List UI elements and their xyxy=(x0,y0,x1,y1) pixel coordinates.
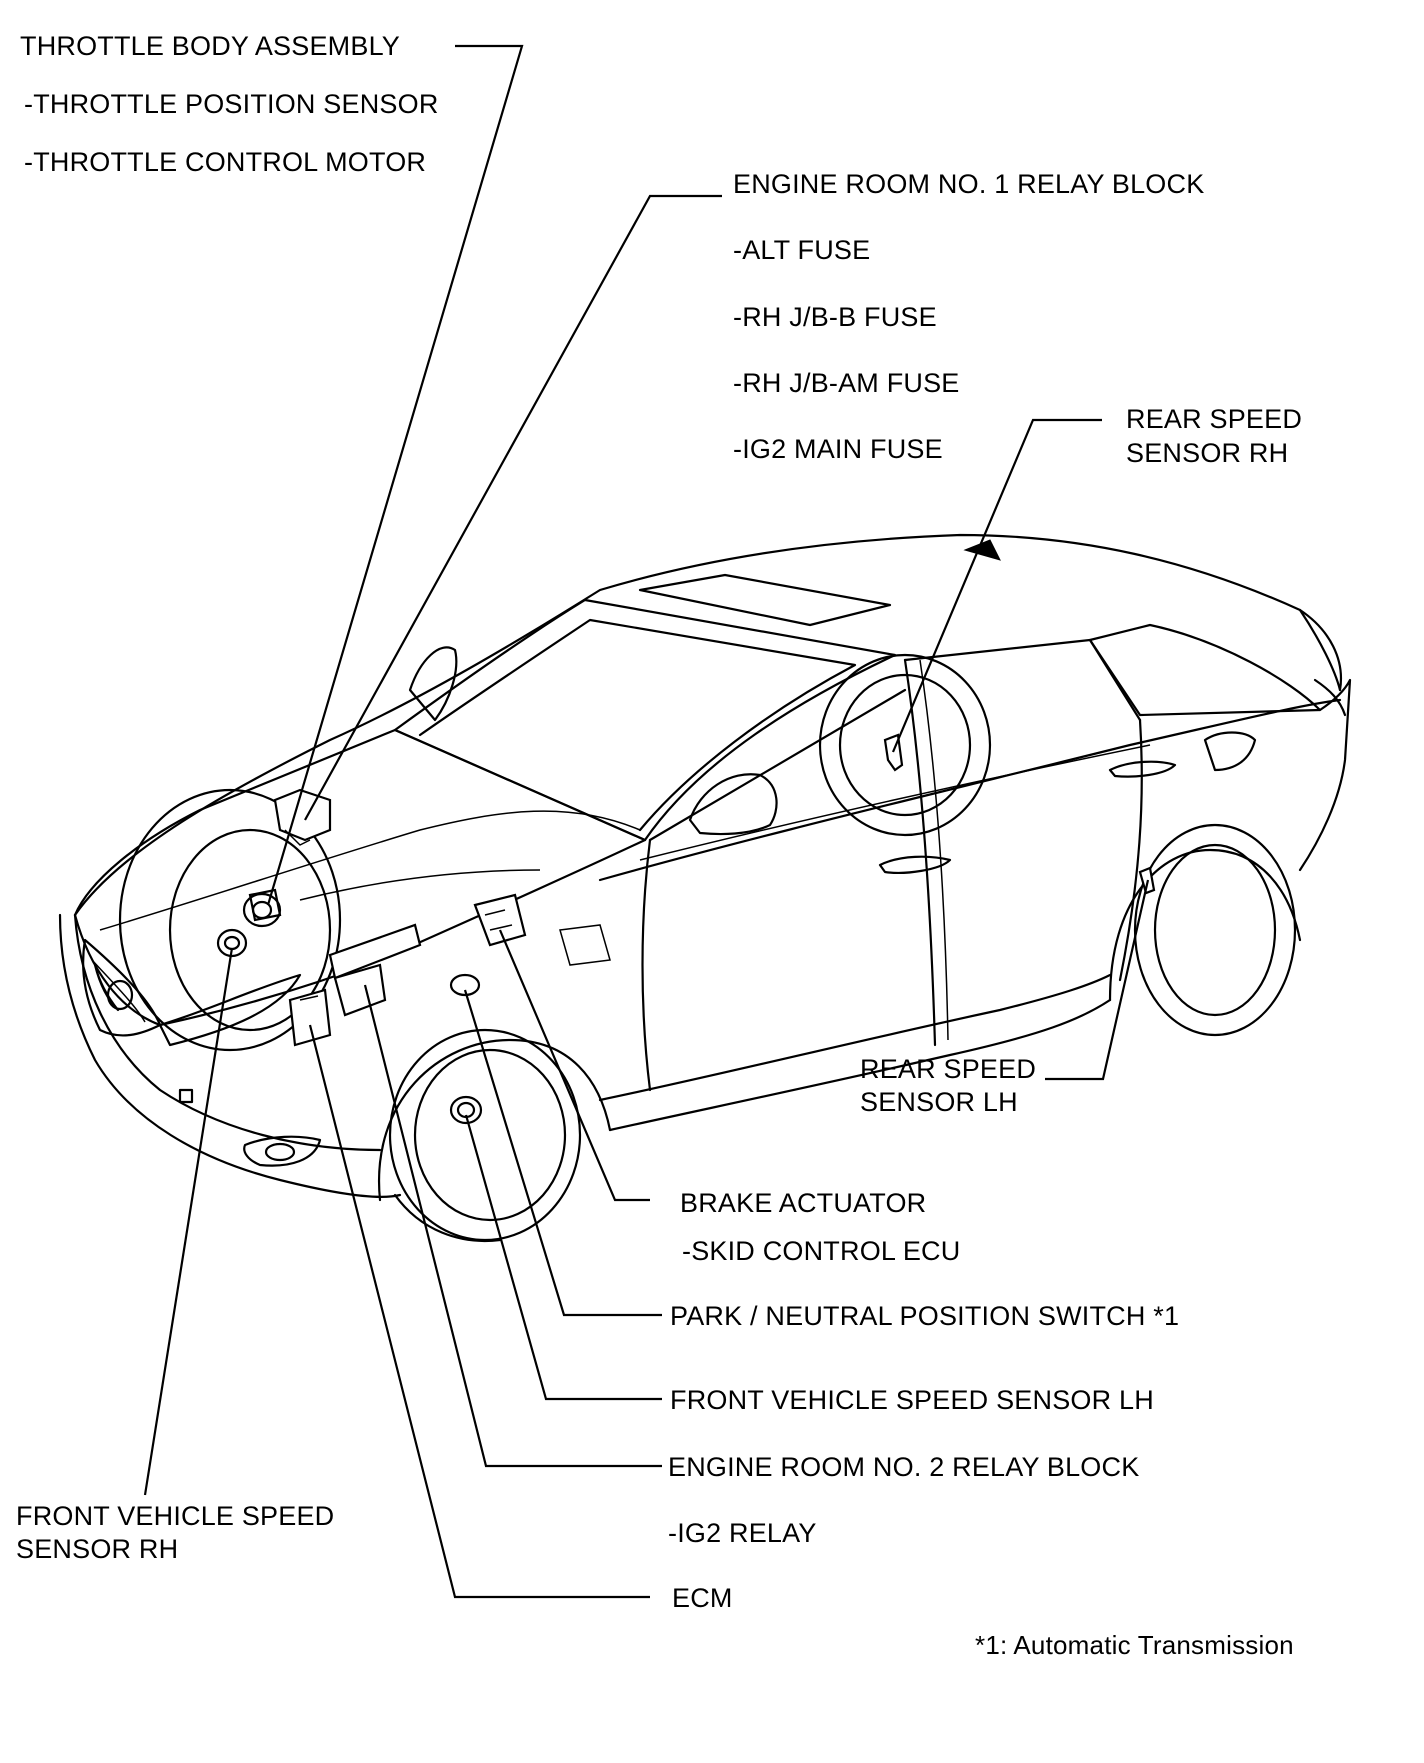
leader-relay-block-2 xyxy=(363,984,662,1468)
leader-relay-block-1 xyxy=(304,194,722,821)
label-rh-jb-b-fuse: -RH J/B-B FUSE xyxy=(733,302,937,332)
label-alt-fuse: -ALT FUSE xyxy=(733,235,871,265)
leader-park-neutral xyxy=(463,989,662,1317)
rear-speed-sensor-rh-part xyxy=(883,733,904,772)
label-ig2-main-fuse: -IG2 MAIN FUSE xyxy=(733,434,943,464)
label-front-speed-sensor-rh-line1: FRONT VEHICLE SPEED xyxy=(16,1501,335,1531)
leader-front-speed-lh xyxy=(464,1114,662,1401)
leader-ecm xyxy=(308,1024,650,1599)
label-rear-speed-sensor-rh-line2: SENSOR RH xyxy=(1126,438,1289,468)
label-rear-speed-sensor-rh-line1: REAR SPEED xyxy=(1126,404,1303,434)
leader-brake-actuator xyxy=(498,929,650,1202)
label-throttle-body: THROTTLE BODY ASSEMBLY xyxy=(20,31,401,61)
ecm-part xyxy=(288,988,332,1047)
leader-lines xyxy=(143,44,1150,1599)
leader-front-speed-rh xyxy=(143,947,234,1496)
components xyxy=(216,733,1156,1125)
label-ig2-relay: -IG2 RELAY xyxy=(668,1518,817,1548)
label-throttle-control-motor: -THROTTLE CONTROL MOTOR xyxy=(24,147,427,177)
park-neutral-switch-part xyxy=(449,973,481,997)
label-throttle-position-sensor: -THROTTLE POSITION SENSOR xyxy=(24,89,439,119)
throttle-body-part xyxy=(273,788,332,846)
relay-block-1-part xyxy=(242,888,282,928)
label-engine-room-relay-1: ENGINE ROOM NO. 1 RELAY BLOCK xyxy=(733,169,1205,199)
footnote: *1: Automatic Transmission xyxy=(975,1630,1294,1660)
label-engine-room-relay-2: ENGINE ROOM NO. 2 RELAY BLOCK xyxy=(668,1452,1140,1482)
leader-rear-speed-rh xyxy=(891,418,1102,753)
leader-throttle-body xyxy=(266,44,524,906)
label-ecm: ECM xyxy=(672,1583,733,1613)
front-speed-sensor-lh-part xyxy=(449,1095,483,1125)
label-brake-actuator: BRAKE ACTUATOR xyxy=(680,1188,927,1218)
brake-actuator-part xyxy=(473,893,527,947)
front-speed-sensor-rh-part xyxy=(216,928,248,958)
leader-rear-speed-lh xyxy=(1045,879,1150,1081)
label-rear-speed-sensor-lh-line1: REAR SPEED xyxy=(860,1054,1037,1084)
relay-block-2-part xyxy=(328,923,422,1017)
label-skid-control-ecu: -SKID CONTROL ECU xyxy=(682,1236,961,1266)
label-front-speed-sensor-rh-line2: SENSOR RH xyxy=(16,1534,179,1564)
label-rear-speed-sensor-lh-line2: SENSOR LH xyxy=(860,1087,1018,1117)
car-outline xyxy=(58,533,1352,1242)
label-rh-jb-am-fuse: -RH J/B-AM FUSE xyxy=(733,368,960,398)
label-front-speed-sensor-lh: FRONT VEHICLE SPEED SENSOR LH xyxy=(670,1385,1154,1415)
label-park-neutral-switch: PARK / NEUTRAL POSITION SWITCH *1 xyxy=(670,1301,1180,1331)
